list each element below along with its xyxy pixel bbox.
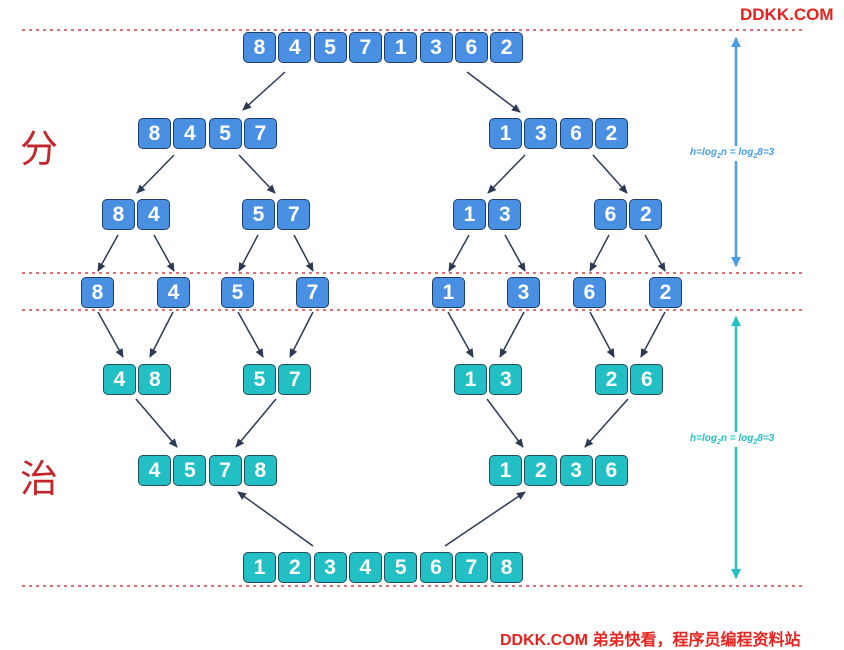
split-cell: 4 — [278, 32, 312, 63]
split-height-label: h=log2n = log28=3 — [690, 146, 775, 161]
split-cell: 5 — [313, 32, 347, 63]
split-arrow — [136, 154, 175, 194]
split-arrow — [504, 234, 526, 272]
split-cell: 6 — [594, 199, 627, 230]
merge-cell: 1 — [454, 364, 487, 395]
merge-cell: 5 — [173, 455, 207, 486]
split-cell: 4 — [137, 199, 171, 230]
merge-cell: 6 — [630, 364, 664, 395]
merge-arrow — [444, 491, 526, 547]
split-cell: 6 — [454, 32, 488, 63]
merge-height-label: h=log2n = log28=3 — [690, 432, 775, 447]
split-cell: 8 — [138, 118, 171, 149]
split-cell: 2 — [649, 277, 682, 308]
split-arrow — [592, 154, 628, 194]
merge-cell: 4 — [103, 364, 136, 395]
merge-cell: 7 — [208, 455, 242, 486]
split-arrow — [644, 234, 666, 272]
split-cell: 1 — [384, 32, 418, 63]
split-arrow — [589, 234, 610, 272]
split-cell: 1 — [432, 277, 465, 308]
split-cell: 7 — [277, 199, 311, 230]
split-arrow — [238, 154, 276, 194]
conquer-label: 治 — [20, 457, 59, 501]
merge-cell: 2 — [524, 455, 558, 486]
split-cell: 7 — [348, 32, 382, 63]
split-cell: 6 — [559, 118, 593, 149]
split-arrow — [487, 154, 526, 194]
merge-arrow — [289, 311, 314, 358]
merge-cell: 3 — [559, 455, 593, 486]
split-arrow — [466, 71, 521, 113]
split-cell: 5 — [242, 199, 275, 230]
merge-arrow — [447, 311, 474, 358]
merge-cell: 8 — [243, 455, 277, 486]
merge-cell: 1 — [489, 455, 522, 486]
split-cell: 8 — [243, 32, 276, 63]
merge-cell: 7 — [278, 364, 312, 395]
split-cell: 2 — [490, 32, 524, 63]
merge-cell: 2 — [278, 552, 312, 583]
merge-cell: 8 — [490, 552, 524, 583]
merge-arrow — [237, 491, 314, 547]
merge-arrow — [584, 398, 629, 448]
split-cell: 5 — [208, 118, 242, 149]
merge-arrow — [499, 311, 525, 358]
split-cell: 7 — [243, 118, 277, 149]
merge-arrow — [235, 398, 277, 448]
split-arrow — [242, 71, 286, 111]
merge-cell: 4 — [348, 552, 382, 583]
split-cell: 4 — [157, 277, 190, 308]
split-cell: 4 — [173, 118, 207, 149]
merge-arrow — [640, 311, 666, 358]
split-arrow — [97, 234, 119, 272]
merge-cell: 5 — [384, 552, 418, 583]
merge-arrow — [149, 311, 174, 358]
split-cell: 3 — [524, 118, 558, 149]
merge-cell: 5 — [243, 364, 276, 395]
brand-top: DDKK.COM — [740, 5, 834, 24]
split-arrow — [448, 234, 470, 272]
merge-arrow — [135, 398, 178, 448]
split-cell: 8 — [81, 277, 114, 308]
merge-arrow — [486, 398, 524, 448]
split-cell: 5 — [221, 277, 254, 308]
merge-arrow — [589, 311, 615, 358]
split-cell: 1 — [453, 199, 486, 230]
split-cell: 8 — [102, 199, 135, 230]
merge-cell: 7 — [454, 552, 488, 583]
merge-cell: 1 — [243, 552, 276, 583]
split-cell: 6 — [573, 277, 606, 308]
merge-cell: 2 — [595, 364, 628, 395]
brand-footer: DDKK.COM 弟弟快看，程序员编程资料站 — [500, 632, 801, 649]
split-arrow — [238, 234, 259, 272]
merge-cell: 6 — [419, 552, 453, 583]
merge-arrow — [237, 311, 264, 358]
split-cell: 3 — [419, 32, 453, 63]
split-cell: 3 — [488, 199, 522, 230]
split-cell: 2 — [594, 118, 628, 149]
divide-label: 分 — [20, 127, 59, 171]
split-arrow — [293, 234, 314, 272]
merge-cell: 4 — [138, 455, 171, 486]
merge-arrow — [97, 311, 124, 358]
merge-cell: 3 — [313, 552, 347, 583]
split-cell: 1 — [489, 118, 522, 149]
merge-cell: 6 — [594, 455, 628, 486]
split-cell: 2 — [629, 199, 663, 230]
split-cell: 3 — [507, 277, 540, 308]
split-arrow — [153, 234, 175, 272]
merge-cell: 3 — [489, 364, 523, 395]
split-cell: 7 — [296, 277, 329, 308]
merge-cell: 8 — [138, 364, 172, 395]
